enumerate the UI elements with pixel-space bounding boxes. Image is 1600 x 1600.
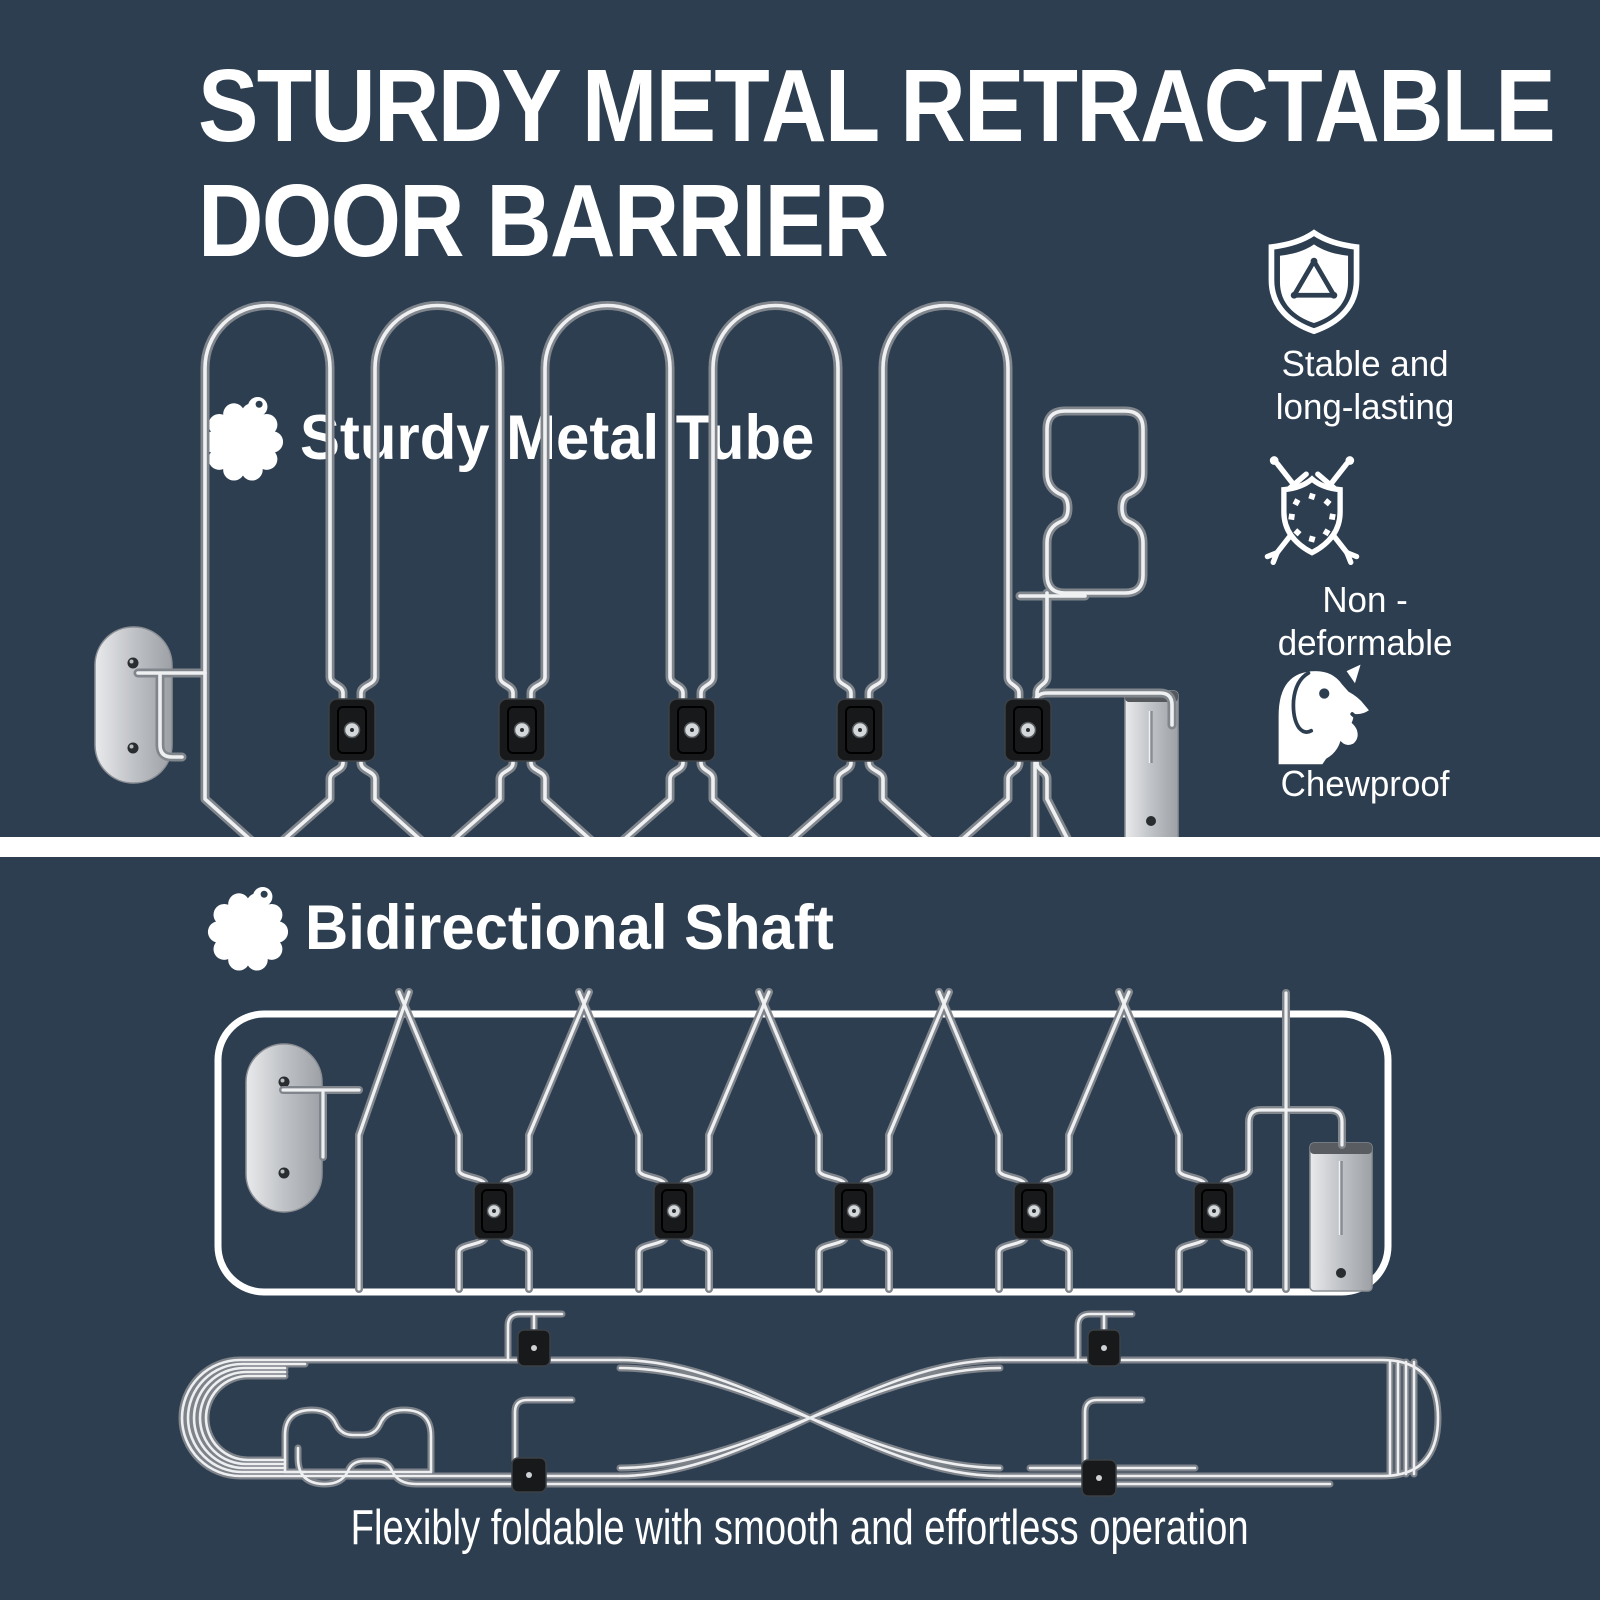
hinge-clip [1004, 698, 1052, 762]
hinge-clip [1081, 1459, 1117, 1497]
hinge-clip [328, 698, 376, 762]
gate-expanded-illustration [94, 293, 1179, 844]
hinge-clip [1013, 1182, 1055, 1240]
folded-gate-tubes [182, 1314, 1438, 1484]
hinge-clip [1193, 1182, 1235, 1240]
section-divider [0, 837, 1600, 857]
gate-folded-illustration [100, 1300, 1560, 1497]
dog-head-icon [1278, 664, 1369, 765]
feature-stable-label: Stable and long-lasting [1275, 343, 1455, 428]
section-2-title: Bidirectional Shaft [305, 893, 834, 963]
feature-nondeformable-icon-wrap [1248, 446, 1376, 574]
hinge-clip [833, 1182, 875, 1240]
hinge-clip [511, 1457, 547, 1493]
hinge-clip [668, 698, 716, 762]
wall-mount-plate-left [94, 626, 173, 784]
gate-framed-illustration [214, 985, 1392, 1296]
section-1-title: Sturdy Metal Tube [300, 403, 815, 473]
wall-mount-plate-left [245, 1043, 323, 1213]
hinge-clips [328, 698, 1052, 762]
feature-chewproof-label: Chewproof [1280, 763, 1450, 804]
gate-tubes [138, 306, 1172, 844]
feature-nondeformable-label: Non - deformable [1277, 579, 1453, 664]
section-1-heading: Sturdy Metal Tube [200, 388, 841, 488]
crossed-swords-shield-icon [1264, 456, 1360, 566]
latch-bracket-right [1309, 1142, 1373, 1292]
shield-triangle-icon [1268, 229, 1360, 335]
hinge-clips [473, 1182, 1235, 1240]
hinge-clip [473, 1182, 515, 1240]
scalloped-badge-icon [207, 886, 289, 971]
gate-tubes [283, 992, 1342, 1289]
hinge-clip [498, 698, 546, 762]
feature-stable-icon-wrap [1262, 228, 1366, 336]
rounded-frame [214, 1010, 1392, 1296]
hinge-clips [511, 1329, 1121, 1497]
title-line-1: STURDY METAL RETRACTABLE [198, 48, 1556, 163]
hinge-clip [1087, 1329, 1121, 1367]
feature-chewproof-icon-wrap [1256, 660, 1372, 768]
page-title: STURDY METAL RETRACTABLE DOOR BARRIER [198, 48, 1600, 279]
section-2-heading: Bidirectional Shaft [205, 878, 862, 978]
title-line-2: DOOR BARRIER [198, 163, 889, 279]
caption: Flexibly foldable with smooth and effort… [351, 1501, 1249, 1555]
hinge-clip [836, 698, 884, 762]
hinge-clip [517, 1329, 551, 1367]
hinge-clip [653, 1182, 695, 1240]
